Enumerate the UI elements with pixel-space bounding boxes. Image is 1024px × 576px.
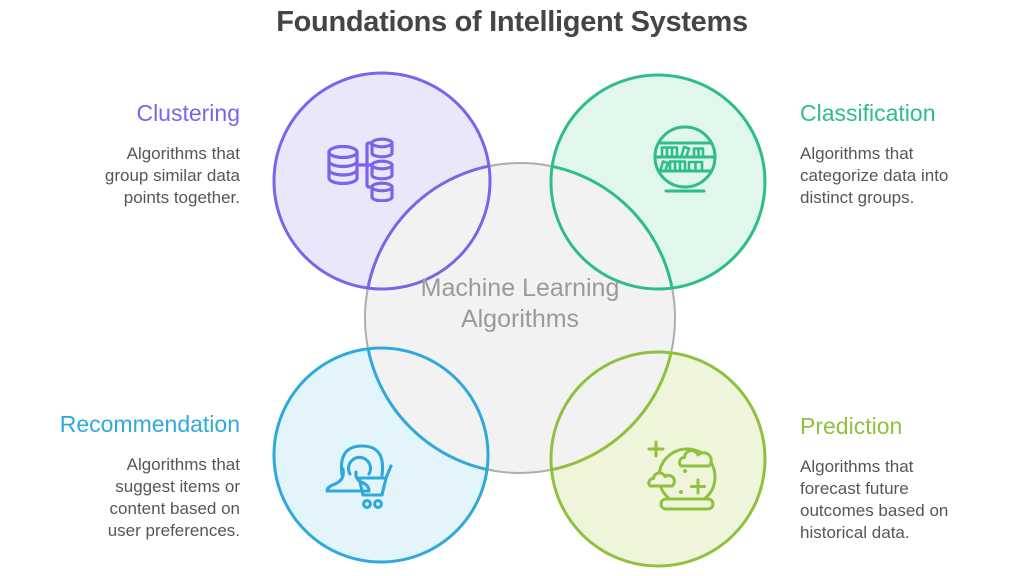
- classification-description: Algorithms that categorize data into dis…: [800, 144, 949, 207]
- clustering-heading: Clustering: [136, 100, 240, 126]
- clustering-description: Algorithms that group similar data point…: [104, 144, 240, 207]
- clustering-section: Clustering Algorithms that group similar…: [60, 99, 240, 209]
- clustering-circle: [272, 71, 492, 291]
- recommendation-heading: Recommendation: [59, 411, 240, 437]
- hub-circle: [364, 162, 676, 474]
- recommendation-circle: [272, 346, 490, 564]
- prediction-heading: Prediction: [800, 413, 903, 439]
- crystal-ball-icon: [647, 440, 717, 511]
- shopper-cart-icon: [325, 444, 393, 509]
- prediction-circle: [549, 350, 767, 568]
- page-title: Foundations of Intelligent Systems: [276, 6, 748, 38]
- sphere-bookshelf-icon: [653, 125, 717, 193]
- classification-section: Classification Algorithms that categoriz…: [800, 99, 995, 209]
- classification-circle: [549, 73, 767, 291]
- prediction-description: Algorithms that forecast future outcomes…: [800, 457, 949, 542]
- recommendation-description: Algorithms that suggest items or content…: [107, 455, 240, 540]
- recommendation-section: Recommendation Algorithms that suggest i…: [30, 410, 240, 542]
- center-label: Machine Learning Algorithms: [420, 274, 620, 333]
- prediction-section: Prediction Algorithms that forecast futu…: [800, 412, 1000, 544]
- classification-heading: Classification: [800, 100, 936, 126]
- database-cluster-icon: [327, 137, 394, 202]
